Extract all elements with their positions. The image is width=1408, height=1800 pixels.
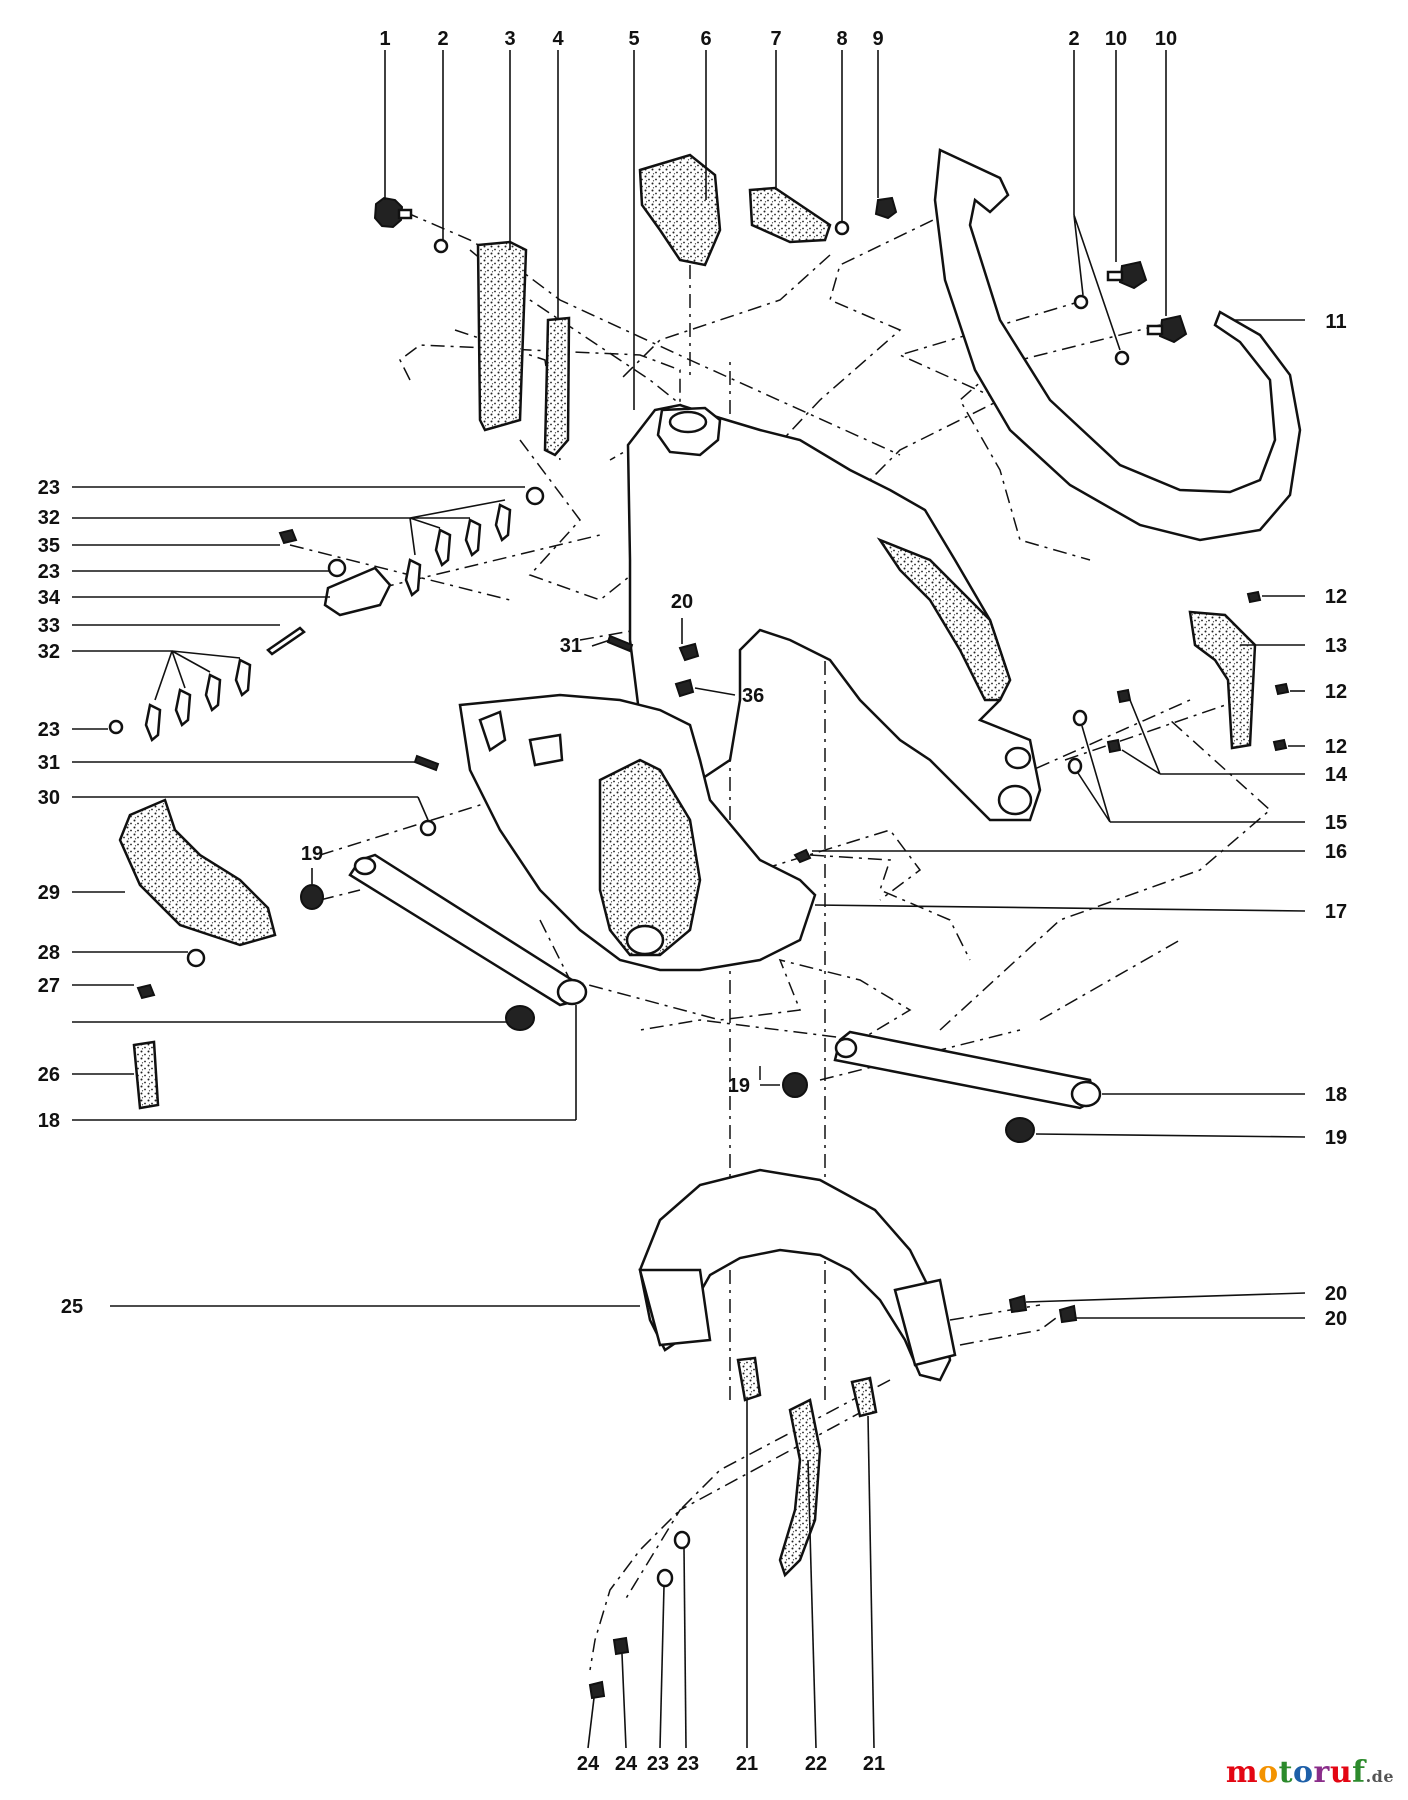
callout-35: 35 [38, 535, 60, 557]
callout-2b: 2 [1068, 28, 1079, 50]
callout-33: 33 [38, 615, 60, 637]
callout-18b: 18 [1325, 1084, 1347, 1106]
callout-10a: 10 [1105, 28, 1127, 50]
callout-21a: 21 [736, 1753, 758, 1775]
callout-15: 15 [1325, 812, 1347, 834]
callout-19a: 19 [301, 843, 323, 865]
callout-2: 2 [437, 28, 448, 50]
callout-24a: 24 [577, 1753, 600, 1775]
callout-36: 36 [742, 685, 764, 707]
callout-12b: 12 [1325, 681, 1347, 703]
callout-28: 28 [38, 942, 60, 964]
callout-20a: 20 [671, 591, 693, 613]
callout-13: 13 [1325, 635, 1347, 657]
callout-8: 8 [836, 28, 847, 50]
callout-4: 4 [552, 28, 564, 50]
callout-34: 34 [38, 587, 61, 609]
callout-7: 7 [770, 28, 781, 50]
parts [108, 148, 1302, 1700]
callout-23c: 23 [38, 719, 60, 741]
callout-9: 9 [872, 28, 883, 50]
callout-23a: 23 [38, 477, 60, 499]
part-main-housing-5 [626, 403, 1042, 822]
callout-21b: 21 [863, 1753, 885, 1775]
callout-26: 26 [38, 1064, 60, 1086]
callout-22: 22 [805, 1753, 827, 1775]
callout-14: 14 [1325, 764, 1348, 786]
callout-16: 16 [1325, 841, 1347, 863]
callout-27: 27 [38, 975, 60, 997]
callout-19b: 19 [728, 1075, 750, 1097]
callout-12a: 12 [1325, 586, 1347, 608]
callout-32a: 32 [38, 507, 60, 529]
callout-11: 11 [1325, 311, 1346, 333]
callout-29: 29 [38, 882, 60, 904]
part-lower-guard-17 [458, 693, 817, 972]
callout-30: 30 [38, 787, 60, 809]
callout-6: 6 [700, 28, 711, 50]
callout-32b: 32 [38, 641, 60, 663]
callout-10b: 10 [1155, 28, 1177, 50]
callout-12c: 12 [1325, 736, 1347, 758]
callout-5: 5 [628, 28, 639, 50]
callout-23d: 23 [647, 1753, 669, 1775]
callout-17: 17 [1325, 901, 1347, 923]
part-knob-1 [373, 196, 413, 229]
callout-31a: 31 [38, 752, 60, 774]
watermark-tld: .de [1365, 1767, 1394, 1786]
watermark-logo: motoruf.de [1226, 1755, 1394, 1790]
callout-23e: 23 [677, 1753, 699, 1775]
callout-19c: 19 [1325, 1127, 1347, 1149]
callout-1: 1 [379, 28, 390, 50]
callout-25: 25 [61, 1296, 83, 1318]
watermark-brand: motoruf [1225, 1755, 1366, 1790]
callout-3: 3 [504, 28, 515, 50]
callout-labels: 1 2 3 4 5 6 7 8 9 2 10 10 11 23 32 35 23… [38, 28, 1348, 1775]
callout-24b: 24 [615, 1753, 638, 1775]
callout-23b: 23 [38, 561, 60, 583]
callout-20c: 20 [1325, 1308, 1347, 1330]
callout-18a: 18 [38, 1110, 60, 1132]
leader-lines [72, 50, 1306, 1749]
callout-31b: 31 [560, 635, 582, 657]
callout-20b: 20 [1325, 1283, 1347, 1305]
part-bottom-guard-25 [638, 1168, 957, 1382]
